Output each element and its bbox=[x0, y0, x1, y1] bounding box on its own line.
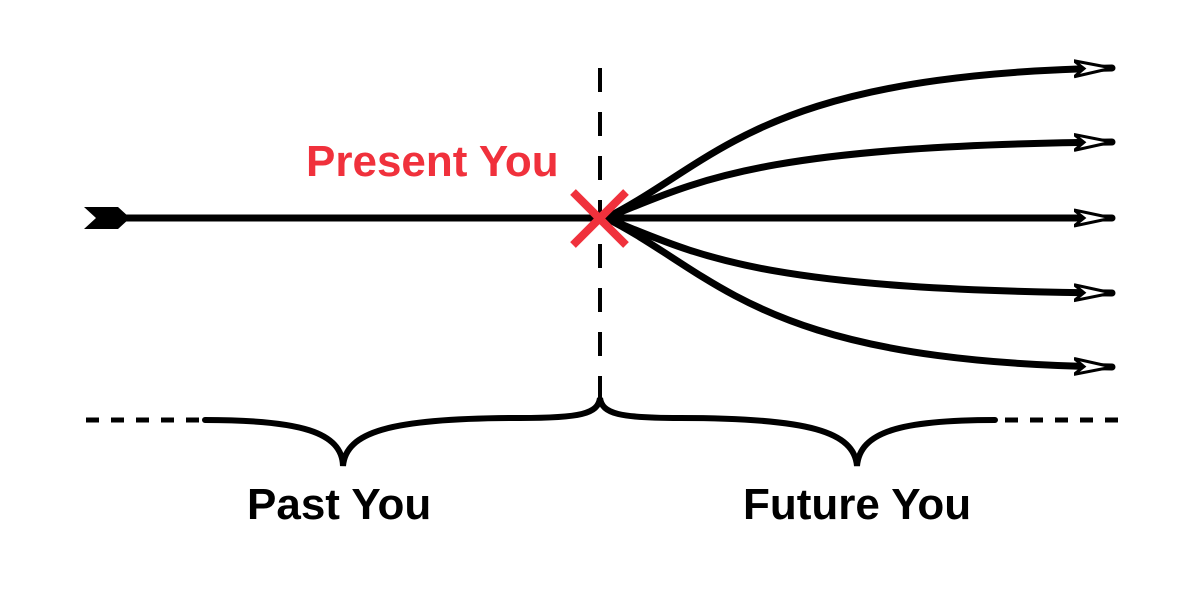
present-you-label: Present You bbox=[306, 137, 559, 186]
future-you-label: Future You bbox=[743, 480, 972, 529]
timeline-brace bbox=[86, 397, 1118, 467]
past-you-label: Past You bbox=[247, 480, 432, 529]
arrow-tail-icon bbox=[84, 207, 130, 229]
past-arrow bbox=[84, 207, 600, 229]
future-path-5 bbox=[602, 214, 1116, 367]
future-path-2 bbox=[602, 142, 1116, 222]
brace-curve bbox=[202, 397, 998, 467]
future-path-4 bbox=[602, 214, 1116, 293]
future-path-1 bbox=[602, 68, 1116, 222]
present-x-icon bbox=[570, 189, 629, 248]
future-paths bbox=[602, 68, 1116, 367]
